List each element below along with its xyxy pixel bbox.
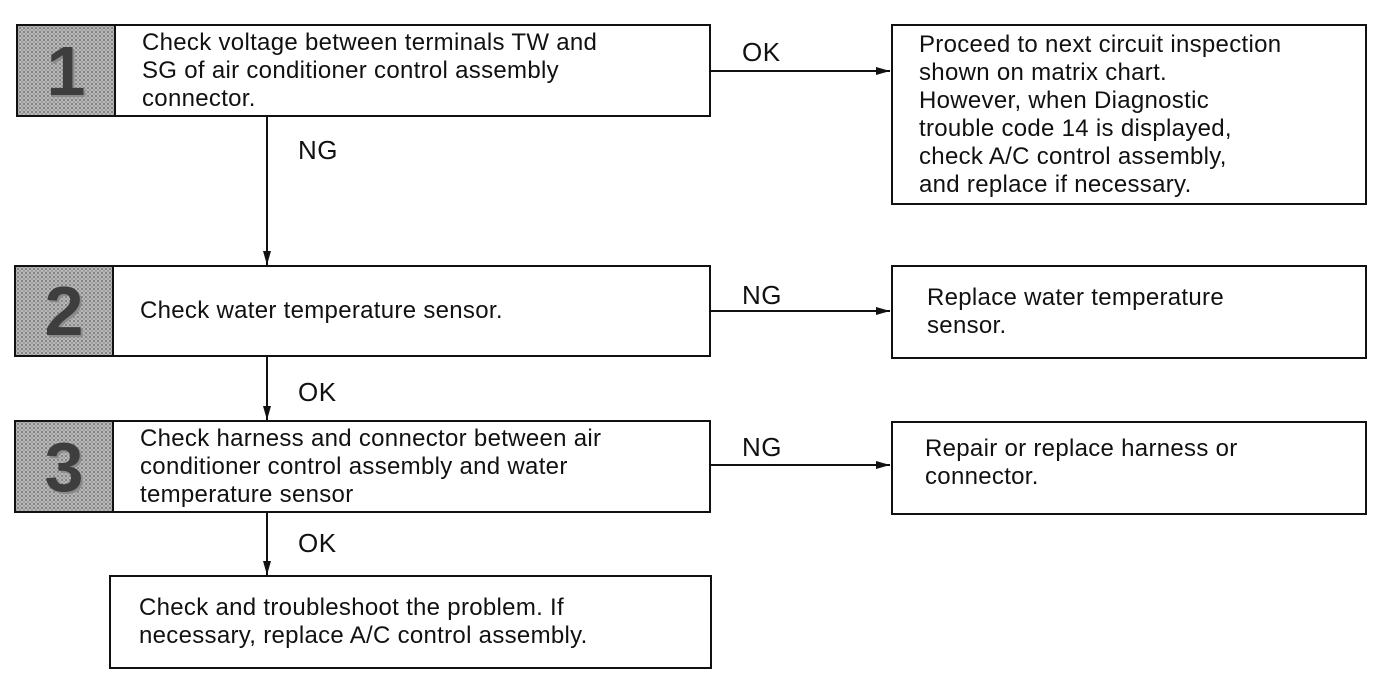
step-2-ng-result-box: Replace water temperature sensor. (891, 265, 1367, 359)
label-step1-ok: OK (742, 37, 781, 67)
step-2-text: Check water temperature sensor. (114, 267, 709, 355)
step-2-ng-result-text: Replace water temperature sensor. (893, 280, 1234, 344)
result-line: Repair or replace harness or (925, 435, 1238, 462)
step-1-number: 1 (18, 26, 116, 115)
step-1-line: Check voltage between terminals TW and (142, 28, 598, 56)
step-1-text: Check voltage between terminals TW and S… (116, 26, 709, 115)
result-line: connector. (925, 463, 1039, 490)
result-line: However, when Diagnostic (919, 86, 1210, 114)
step-1-line: connector. (142, 84, 256, 112)
result-line: Replace water temperature (927, 284, 1224, 311)
label-step1-ng: NG (298, 135, 338, 165)
step-2-number: 2 (16, 267, 114, 355)
final-action-box: Check and troubleshoot the problem. If n… (109, 575, 712, 669)
label-step2-ok: OK (298, 377, 337, 407)
step-3-ng-result-text: Repair or replace harness or connector. (893, 423, 1248, 495)
step-1-line: SG of air conditioner control assembly (142, 56, 559, 84)
label-step3-ng: NG (742, 432, 782, 462)
label-step2-ng: NG (742, 280, 782, 310)
step-1-ok-result-text: Proceed to next circuit inspection shown… (893, 27, 1291, 203)
result-line: check A/C control assembly, (919, 142, 1227, 170)
step-3-box: 3 Check harness and connector between ai… (14, 420, 711, 513)
result-line: and replace if necessary. (919, 170, 1192, 198)
step-3-line: conditioner control assembly and water (140, 452, 568, 480)
step-1-ok-result-box: Proceed to next circuit inspection shown… (891, 24, 1367, 205)
result-line: trouble code 14 is displayed, (919, 114, 1232, 142)
step-3-number: 3 (16, 422, 114, 511)
step-3-text: Check harness and connector between air … (114, 422, 709, 511)
step-2-box: 2 Check water temperature sensor. (14, 265, 711, 357)
final-action-text: Check and troubleshoot the problem. If n… (111, 590, 598, 654)
final-line: Check and troubleshoot the problem. If (139, 594, 564, 621)
final-line: necessary, replace A/C control assembly. (139, 622, 588, 649)
label-step3-ok: OK (298, 528, 337, 558)
step-3-line: Check harness and connector between air (140, 424, 602, 452)
step-1-box: 1 Check voltage between terminals TW and… (16, 24, 711, 117)
result-line: sensor. (927, 312, 1007, 339)
result-line: shown on matrix chart. (919, 58, 1168, 86)
step-2-line: Check water temperature sensor. (140, 297, 503, 324)
step-3-line: temperature sensor (140, 480, 354, 508)
result-line: Proceed to next circuit inspection (919, 30, 1282, 58)
step-3-ng-result-box: Repair or replace harness or connector. (891, 421, 1367, 515)
